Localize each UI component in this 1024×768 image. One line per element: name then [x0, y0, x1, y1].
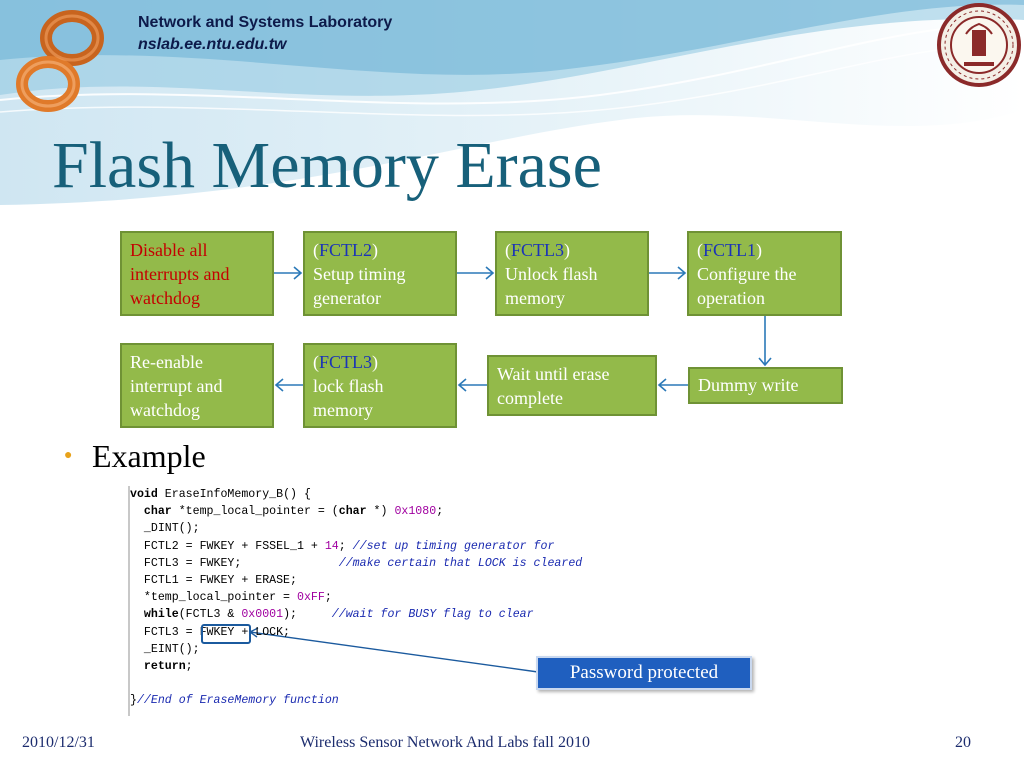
fwkey-highlight [201, 624, 251, 644]
code-text: ; [324, 591, 332, 605]
code-line: _EINT(); [130, 642, 200, 656]
lab-name: Network and Systems Laboratory [138, 14, 393, 31]
flow-step-disable-interrupts: Disable all interrupts and watchdog [120, 231, 274, 316]
arrow-left-icon [457, 378, 487, 392]
code-listing: void EraseInfoMemory_B() { char *temp_lo… [128, 486, 610, 716]
flow-step-setup-timing: (FCTL2) Setup timing generator [303, 231, 457, 316]
code-text: ); [283, 608, 332, 622]
keyword: return [143, 659, 186, 673]
code-line: void EraseInfoMemory_B() { [130, 486, 610, 503]
number-literal: 0xFF [296, 591, 325, 605]
keyword: while [143, 608, 179, 622]
code-text [130, 660, 144, 673]
code-text: *) [366, 505, 395, 519]
lab-logo [16, 10, 104, 112]
register-name: FCTL3 [511, 240, 565, 260]
step-text: Configure the operation [697, 264, 797, 308]
code-line: return; [130, 658, 610, 675]
arrow-right-icon [274, 266, 303, 280]
lab-url: nslab.ee.ntu.edu.tw [138, 36, 287, 53]
code-line: FCTL1 = FWKEY + ERASE; [130, 573, 297, 587]
keyword: void [130, 488, 158, 501]
flow-step-unlock-flash: (FCTL3) Unlock flash memory [495, 231, 649, 316]
code-text: *temp_local_pointer = [130, 591, 297, 605]
number-literal: 0x1080 [394, 505, 437, 519]
code-text: ; [338, 539, 353, 553]
step-text: Re-enable interrupt and watchdog [130, 352, 223, 420]
code-line: FCTL3 = FWKEY + LOCK; [130, 625, 291, 639]
arrow-down-icon [758, 316, 772, 367]
flow-step-wait-erase: Wait until erase complete [487, 355, 657, 416]
number-literal: 14 [324, 539, 339, 553]
register-name: FCTL3 [319, 352, 373, 372]
register-name: FCTL1 [703, 240, 757, 260]
step-text: Setup timing generator [313, 264, 406, 308]
code-text: (FCTL3 & [178, 608, 242, 622]
number-literal: 0x0001 [241, 608, 284, 622]
password-callout: Password protected [536, 656, 752, 690]
page-number: 20 [955, 734, 971, 751]
code-line: _DINT(); [130, 522, 200, 536]
code-comment: //End of EraseMemory function [136, 694, 339, 708]
code-text: FCTL2 = FWKEY + FSSEL_1 + [130, 539, 325, 553]
code-comment: //wait for BUSY flag to clear [331, 608, 534, 622]
step-text: Wait until erase complete [497, 364, 610, 408]
code-line: }//End of EraseMemory function [130, 692, 610, 709]
code-text: } [130, 694, 137, 708]
flow-step-dummy-write: Dummy write [688, 367, 843, 404]
code-line: FCTL2 = FWKEY + FSSEL_1 + 14; //set up t… [130, 538, 610, 555]
code-text: EraseInfoMemory_B() { [157, 488, 311, 501]
step-text: lock flash memory [313, 376, 384, 420]
code-text [130, 608, 144, 621]
step-text: Disable all interrupts and watchdog [130, 240, 230, 308]
code-comment: //make certain that LOCK is cleared [338, 556, 583, 570]
university-seal [937, 3, 1021, 87]
bullet-icon: ● [64, 448, 73, 463]
register-name: FCTL2 [319, 240, 373, 260]
code-text [130, 505, 144, 518]
code-line: *temp_local_pointer = 0xFF; [130, 589, 610, 606]
code-line: char *temp_local_pointer = (char *) 0x10… [130, 503, 610, 520]
header-background [0, 0, 1024, 205]
code-line: while(FCTL3 & 0x0001); //wait for BUSY f… [130, 606, 610, 623]
step-text: Unlock flash memory [505, 264, 598, 308]
code-text: ; [436, 505, 444, 519]
bullet-text: Example [92, 438, 206, 474]
slide-title: Flash Memory Erase [52, 129, 602, 202]
footer-date: 2010/12/31 [22, 734, 95, 751]
code-text: FCTL3 = FWKEY; [130, 556, 339, 570]
keyword: char [143, 505, 172, 519]
arrow-right-icon [457, 266, 495, 280]
code-text: *temp_local_pointer = ( [171, 505, 339, 519]
footer-course: Wireless Sensor Network And Labs fall 20… [300, 734, 590, 751]
step-text: Dummy write [698, 375, 799, 395]
code-text: ; [185, 659, 193, 673]
flow-step-reenable-interrupts: Re-enable interrupt and watchdog [120, 343, 274, 428]
arrow-left-icon [274, 378, 303, 392]
arrow-left-icon [657, 378, 688, 392]
arrow-right-icon [649, 266, 687, 280]
keyword: char [338, 505, 367, 519]
code-comment: //set up timing generator for [352, 539, 555, 553]
code-line: FCTL3 = FWKEY; //make certain that LOCK … [130, 555, 610, 572]
flow-step-configure-operation: (FCTL1) Configure the operation [687, 231, 842, 316]
flow-step-lock-flash: (FCTL3) lock flash memory [303, 343, 457, 428]
